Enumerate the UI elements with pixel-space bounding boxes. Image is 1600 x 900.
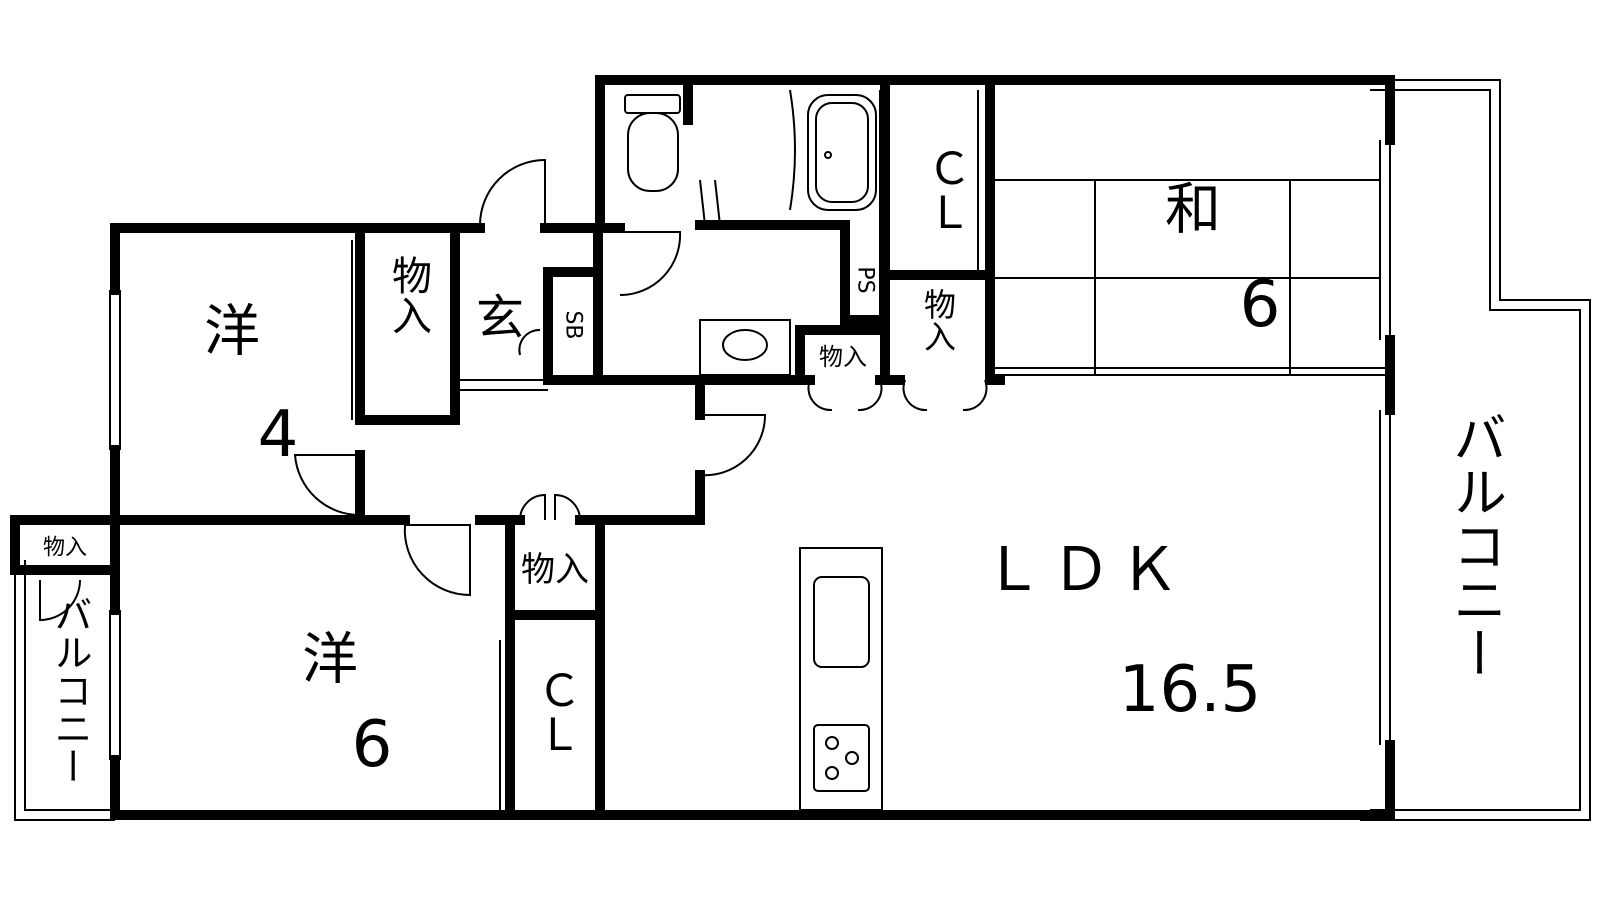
- kitchen-counter: [799, 547, 883, 811]
- room-western-6-size: 6: [352, 708, 393, 782]
- walls: [10, 75, 1395, 820]
- washbasin-icon: [699, 319, 791, 376]
- pipe-space-label: PS: [853, 266, 878, 293]
- storage-label: 物入: [819, 343, 867, 371]
- room-western-4-label: 洋: [204, 300, 260, 365]
- bathtub-icon: [807, 94, 877, 211]
- storage-label: 物入: [521, 550, 589, 590]
- fixtures: [624, 89, 883, 811]
- closet-label: ＣＬ: [530, 668, 581, 756]
- labels: 洋 4 洋 6 和 6 ＬＤＫ 16.5 物入 玄 SB PS 物入 物入 ＣＬ…: [43, 146, 1507, 785]
- door-swings: [39, 158, 988, 622]
- room-western-6-label: 洋: [302, 628, 358, 693]
- stove-icon: [813, 724, 870, 792]
- room-ldk-size: 16.5: [1119, 653, 1262, 727]
- storage-label: 物入: [43, 536, 87, 561]
- thin-lines: [109, 90, 1391, 815]
- storage-label: 物入: [385, 255, 431, 335]
- closet-label: ＣＬ: [920, 146, 971, 234]
- room-japanese-label: 和: [1165, 178, 1221, 243]
- entrance-label: 玄: [476, 290, 524, 346]
- balcony-side-label: バルコニー: [48, 595, 92, 785]
- room-ldk-label: ＬＤＫ: [983, 535, 1187, 605]
- toilet-icon: [624, 94, 681, 114]
- shoe-box-label: SB: [561, 310, 586, 339]
- room-japanese-size: 6: [1240, 268, 1281, 342]
- balcony-main-label: バルコニー: [1444, 410, 1507, 680]
- sink-icon: [813, 576, 870, 668]
- storage-label: 物入: [919, 288, 957, 352]
- balcony-outlines: [14, 79, 1591, 821]
- room-western-4-size: 4: [258, 398, 299, 472]
